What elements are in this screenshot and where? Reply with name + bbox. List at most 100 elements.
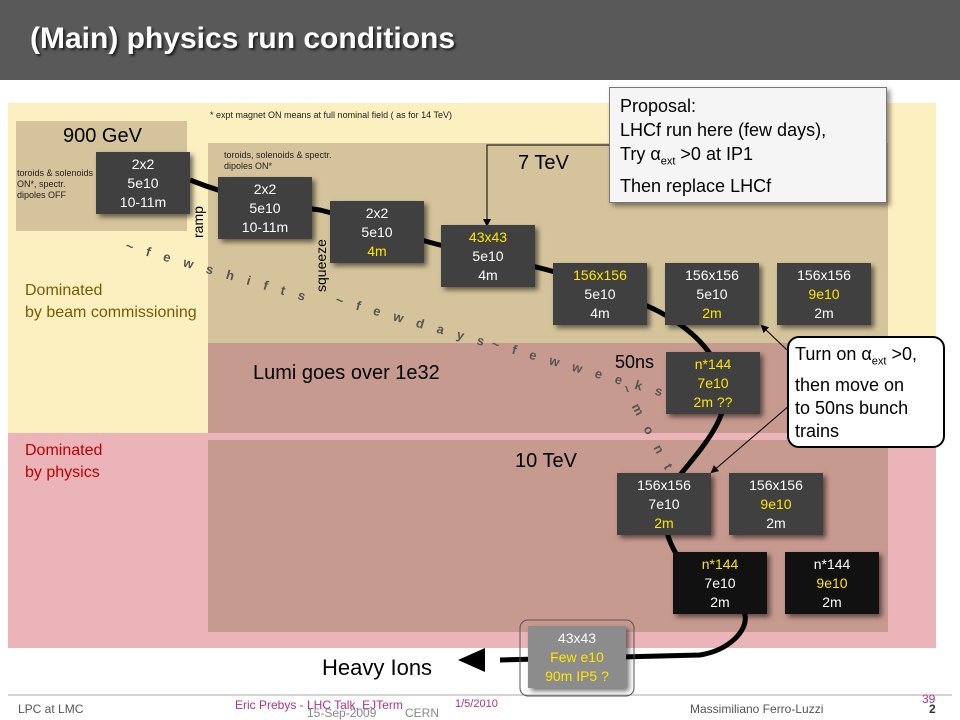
box-intensity: 5e10 — [696, 286, 728, 302]
label-10tev: 10 TeV — [515, 450, 577, 472]
box-bunches: 2x2 — [365, 205, 389, 221]
condition-box-4: 43x43 5e10 4m — [441, 225, 535, 287]
box-bunches: n*144 — [694, 356, 732, 372]
turnon-gt: >0, — [886, 344, 917, 364]
box-intensity: 5e10 — [127, 175, 159, 191]
box-intensity: 5e10 — [472, 248, 504, 264]
squeeze-label: squeeze — [313, 239, 329, 292]
proposal-line4: Then replace LHCf — [620, 175, 772, 196]
box-beta: 10-11m — [119, 194, 167, 210]
box-beta: 4m — [478, 267, 498, 283]
region-10tev — [208, 440, 888, 632]
dominated-physics-line1: Dominated — [25, 442, 103, 459]
box-bunches: 156x156 — [685, 267, 739, 283]
box-bunches: 156x156 — [749, 477, 803, 493]
condition-box-12: n*144 9e10 2m — [785, 552, 879, 614]
turnon-line1: Turn on αext >0, — [795, 343, 943, 374]
footer-date: 1/5/2010 — [455, 698, 498, 710]
footer-page-b: 2 — [929, 702, 936, 716]
condition-box-11: n*144 7e10 2m — [673, 552, 767, 614]
box-intensity: 9e10 — [808, 286, 840, 302]
box-intensity: 9e10 — [816, 575, 848, 591]
footer-date-old: 15-Sep-2009 — [307, 706, 377, 720]
turnon-arrow-2 — [710, 404, 791, 474]
magnets-off-note: toroids & solenoids ON*, spectr. dipoles… — [17, 168, 94, 200]
box-intensity: Few e10 — [550, 649, 604, 665]
box-beta: 2m — [710, 594, 730, 610]
box-intensity: 5e10 — [584, 286, 616, 302]
magnets-on-note: toroids, solenoids & spectr. dipoles ON* — [224, 150, 332, 171]
box-beta: 2m — [822, 594, 842, 610]
condition-box-7: 156x156 9e10 2m — [777, 263, 871, 325]
turnon-arrow-1 — [760, 324, 788, 351]
box-beta: 4m — [590, 305, 610, 321]
condition-box-6: 156x156 5e10 2m — [665, 263, 759, 325]
turnon-callout: Turn on αext >0, then move on to 50ns bu… — [787, 336, 945, 448]
box-intensity: 7e10 — [704, 575, 736, 591]
proposal-at-ip1: >0 at IP1 — [675, 144, 753, 164]
page-title: (Main) physics run conditions — [30, 22, 456, 55]
dominated-physics-label: Dominated by physics — [25, 440, 102, 484]
box-beta: 2m — [766, 515, 786, 531]
box-bunches: 156x156 — [797, 267, 851, 283]
box-beta: 90m IP5 ? — [545, 668, 609, 684]
condition-box-8: n*144 7e10 2m ?? — [666, 352, 760, 414]
box-intensity: 9e10 — [760, 496, 792, 512]
ns50-label: 50ns — [615, 352, 655, 372]
label-900gev: 900 GeV — [63, 125, 142, 147]
footer-cern: CERN — [405, 706, 440, 720]
footnote: * expt magnet ON means at full nominal f… — [210, 110, 452, 120]
turnon-line4: trains — [795, 420, 840, 441]
footer-left: LPC at LMC — [18, 702, 84, 716]
dominated-beam-line2: by beam commissioning — [25, 304, 197, 321]
box-intensity: 7e10 — [648, 496, 680, 512]
proposal-line2: LHCf run here (few days), — [620, 120, 827, 140]
turnon-line2: then move on — [795, 374, 905, 395]
proposal-arrow — [483, 144, 609, 227]
condition-box-heavy-ions: 43x43 Few e10 90m IP5 ? — [528, 626, 626, 688]
turnon-line3: to 50ns bunch — [795, 397, 909, 418]
box-beta: 2m — [654, 515, 674, 531]
box-bunches: n*144 — [701, 556, 739, 572]
dominated-beam-line1: Dominated — [25, 282, 103, 299]
alpha-subscript: ext — [871, 355, 887, 368]
box-bunches: 2x2 — [253, 181, 277, 197]
condition-box-9: 156x156 7e10 2m — [617, 473, 711, 535]
box-beta: 2m ?? — [693, 394, 733, 410]
box-beta: 4m — [367, 243, 387, 259]
lumi-label: Lumi goes over 1e32 — [253, 362, 440, 384]
condition-box-5: 156x156 5e10 4m — [553, 263, 647, 325]
footer-author: Massimiliano Ferro-Luzzi — [690, 702, 824, 716]
alpha-subscript: ext — [660, 155, 676, 168]
footer-page-a: 39 — [922, 692, 936, 706]
box-bunches: 43x43 — [468, 229, 508, 245]
box-beta: 2m — [814, 305, 834, 321]
label-7tev: 7 TeV — [518, 152, 569, 174]
dominated-physics-line2: by physics — [25, 464, 100, 481]
heavy-ions-label: Heavy Ions — [322, 655, 433, 680]
alpha-symbol: α — [861, 344, 872, 364]
box-bunches: 156x156 — [637, 477, 691, 493]
heavy-ions-bracket — [519, 619, 635, 697]
condition-box-10: 156x156 9e10 2m — [729, 473, 823, 535]
alpha-symbol: α — [650, 144, 661, 164]
condition-box-2: 2x2 5e10 10-11m — [218, 177, 312, 239]
box-beta: 10-11m — [241, 219, 289, 235]
proposal-try: Try — [620, 144, 651, 164]
proposal-line3: Try αext >0 at IP1 — [620, 142, 886, 174]
heavy-ions-arrowhead — [458, 648, 485, 672]
proposal-callout: Proposal: LHCf run here (few days), Try … — [609, 87, 887, 203]
turnon-text: Turn on — [795, 344, 862, 364]
condition-box-3: 2x2 5e10 4m — [330, 201, 424, 263]
footer-talk: Eric Prebys - LHC Talk, EJTerm — [235, 698, 403, 712]
proposal-line1: Proposal: — [620, 96, 697, 116]
box-intensity: 5e10 — [361, 224, 393, 240]
dominated-beam-label: Dominated by beam commissioning — [25, 280, 197, 324]
box-beta: 2m — [702, 305, 722, 321]
box-bunches: 2x2 — [131, 156, 155, 172]
ramp-label: ramp — [190, 206, 206, 238]
box-intensity: 5e10 — [249, 200, 281, 216]
box-bunches: 156x156 — [573, 267, 627, 283]
box-bunches: 43x43 — [557, 630, 597, 646]
condition-box-1: 2x2 5e10 10-11m — [96, 152, 190, 214]
